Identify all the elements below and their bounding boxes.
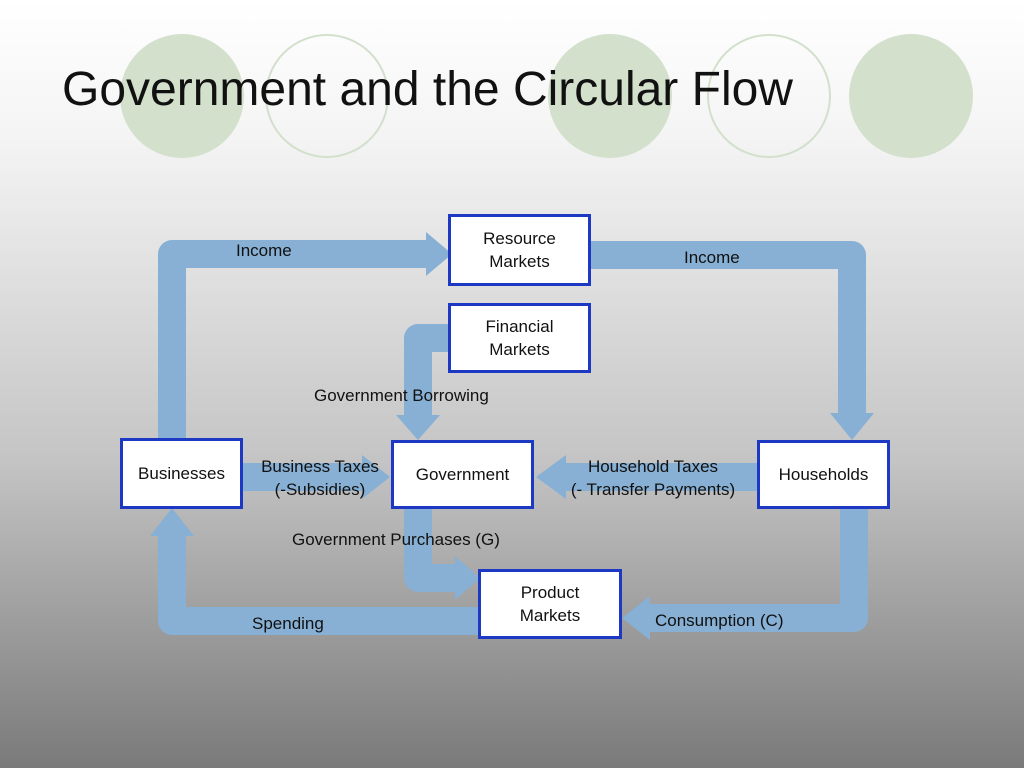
arrowhead-government-purchases — [455, 556, 480, 600]
household-taxes-label: Household Taxes (- Transfer Payments) — [552, 455, 754, 501]
government-borrowing-label: Government Borrowing — [314, 386, 489, 405]
government-label: Government — [415, 465, 510, 484]
business-taxes-label: Business Taxes (-Subsidies) — [250, 455, 390, 501]
resource-markets-line-1: Resource — [483, 229, 556, 248]
product-markets-line-2: Markets — [519, 606, 581, 625]
business-taxes-line-2: (-Subsidies) — [274, 480, 366, 499]
resource-markets-line-2: Markets — [489, 252, 550, 271]
arrowhead-income-right — [830, 413, 874, 440]
product-markets-line-1: Product — [520, 583, 580, 602]
business-taxes-line-1: Business Taxes — [261, 457, 379, 476]
households-label: Households — [778, 465, 869, 484]
arrowhead-income-left — [426, 232, 452, 276]
resource-markets-box: Resource Markets — [448, 214, 591, 286]
spending-label: Spending — [252, 614, 324, 633]
decor-circle-5 — [849, 34, 973, 158]
financial-markets-box: Financial Markets — [448, 303, 591, 373]
flow-government-borrowing — [404, 324, 449, 417]
financial-markets-line-1: Financial — [485, 317, 554, 336]
arrowhead-spending — [150, 508, 194, 536]
product-markets-box: Product Markets — [478, 569, 622, 639]
arrowhead-household-taxes — [536, 455, 566, 499]
income-right-label: Income — [684, 248, 740, 267]
household-taxes-line-1: Household Taxes — [587, 457, 719, 476]
flow-income-left — [158, 240, 428, 440]
businesses-box: Businesses — [120, 438, 243, 509]
slide-title: Government and the Circular Flow — [62, 63, 793, 116]
households-box: Households — [757, 440, 890, 509]
arrowhead-government-borrowing — [396, 415, 440, 440]
income-left-label: Income — [236, 241, 292, 260]
consumption-label: Consumption (C) — [655, 611, 784, 630]
arrowhead-consumption — [622, 596, 650, 640]
flow-spending — [158, 534, 480, 635]
arrowhead-business-taxes — [362, 455, 390, 499]
decor-circle-1 — [120, 34, 244, 158]
household-taxes-line-2: (- Transfer Payments) — [570, 480, 736, 499]
government-purchases-label: Government Purchases (G) — [292, 530, 500, 549]
flow-income-right — [590, 241, 866, 415]
decor-circle-3 — [548, 34, 672, 158]
decor-circle-2 — [265, 34, 389, 158]
flow-government-purchases — [404, 508, 457, 592]
government-box: Government — [391, 440, 534, 509]
flow-consumption — [648, 508, 868, 632]
financial-markets-line-2: Markets — [489, 340, 550, 359]
decor-circle-4 — [707, 34, 831, 158]
businesses-label: Businesses — [138, 464, 225, 483]
